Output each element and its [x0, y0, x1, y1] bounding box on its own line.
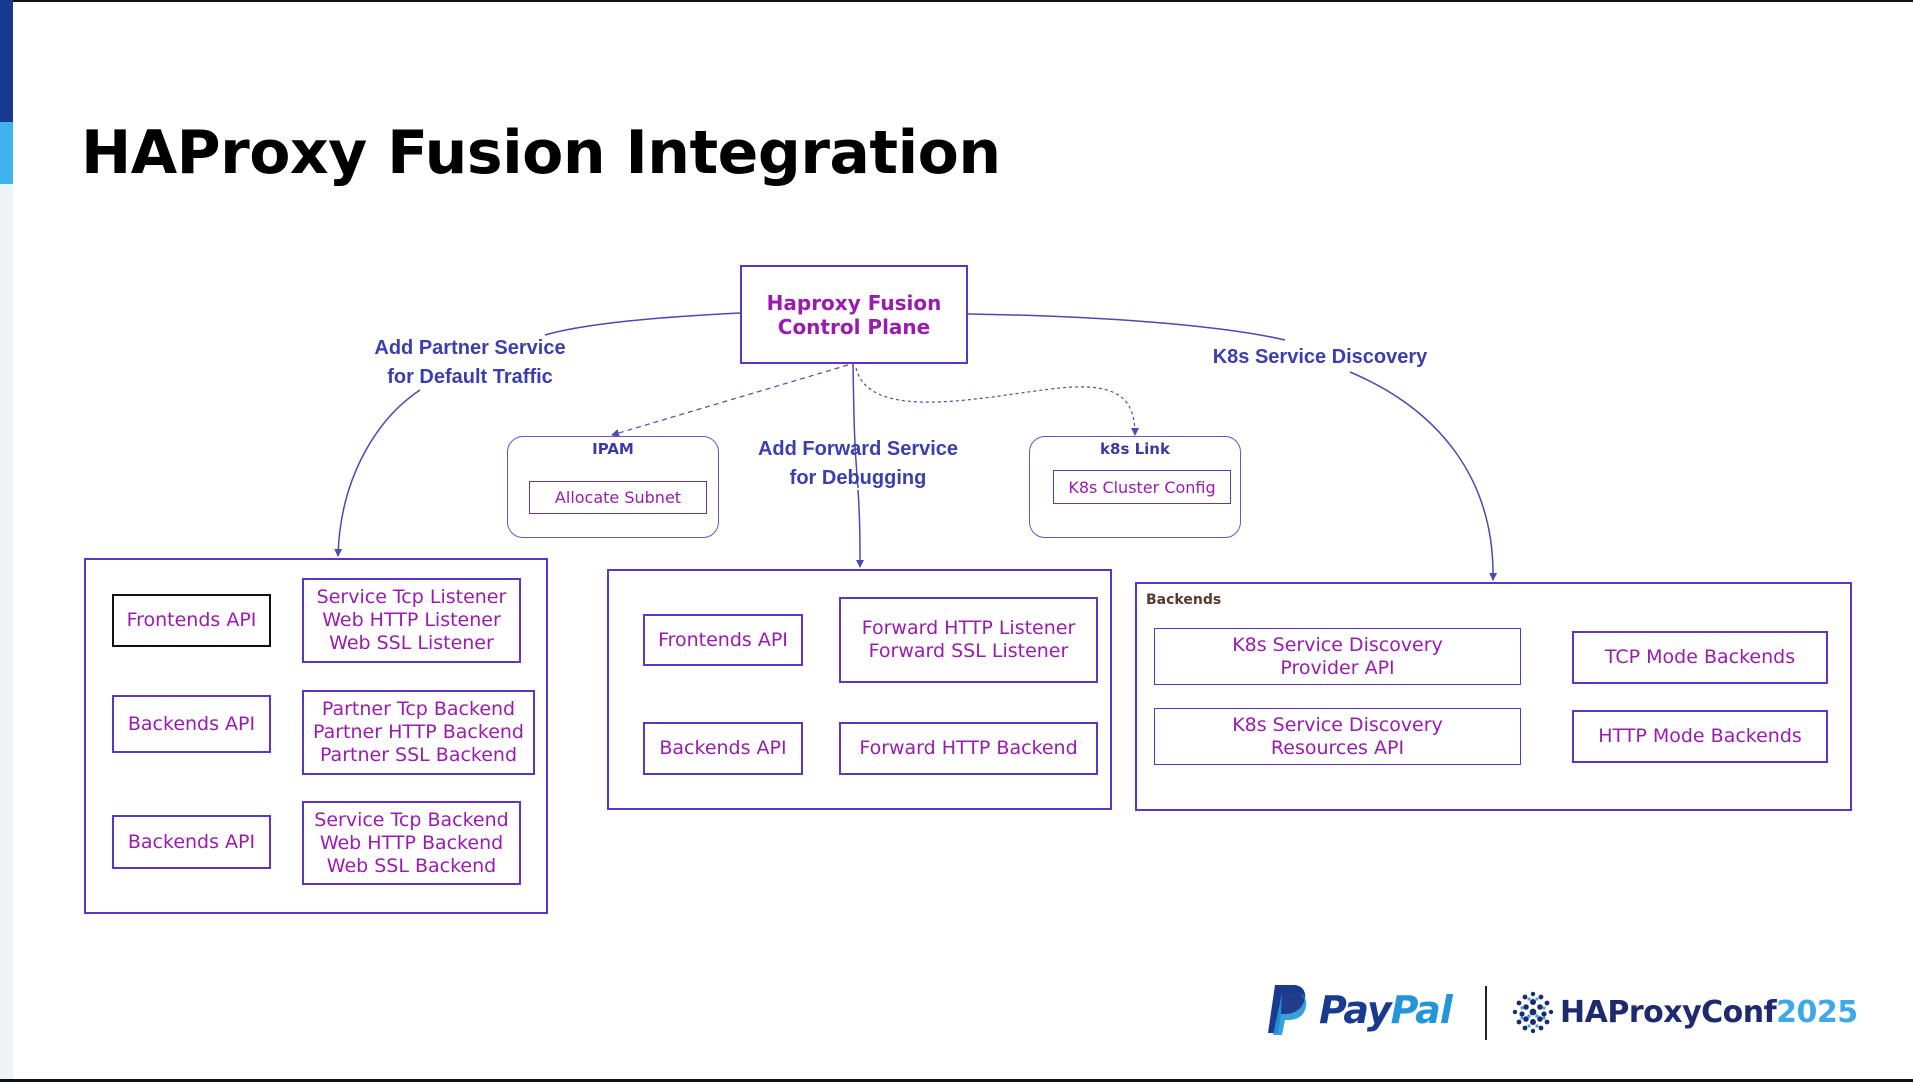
paypal-logo: PayPal — [1265, 983, 1453, 1037]
service-backends-api-box: Backends API — [112, 815, 271, 869]
partner-frontends-api-box: Frontends API — [112, 594, 271, 647]
page-title: HAProxy Fusion Integration — [81, 118, 1001, 188]
edge-partner-upper — [544, 312, 741, 336]
partner-backends-box: Partner Tcp Backend Partner HTTP Backend… — [302, 690, 535, 775]
sidebar-accent-light — [0, 122, 13, 184]
k8s-backends-title: Backends — [1146, 592, 1222, 608]
edge-forward — [852, 363, 859, 489]
tcp-mode-backends-box: TCP Mode Backends — [1572, 631, 1828, 684]
paypal-wordmark: PayPal — [1319, 988, 1453, 1032]
haproxyconf-year: 2025 — [1776, 994, 1858, 1030]
control-plane-box: Haproxy Fusion Control Plane — [740, 265, 968, 364]
forward-service-group — [607, 569, 1112, 810]
edge-forward-lower — [855, 489, 864, 568]
k8s-resources-api-box: K8s Service Discovery Resources API — [1154, 708, 1521, 765]
partner-backends-api-box: Backends API — [112, 695, 271, 753]
logo-divider — [1485, 986, 1487, 1040]
ipam-title: IPAM — [592, 440, 634, 458]
partner-service-group — [84, 558, 548, 914]
k8s-backends-group — [1135, 582, 1852, 811]
sidebar-accent — [0, 0, 13, 1082]
k8s-cluster-config-box: K8s Cluster Config — [1053, 470, 1231, 504]
edge-k8s-link — [855, 367, 1139, 436]
http-mode-backends-box: HTTP Mode Backends — [1572, 710, 1828, 763]
k8s-link-title: k8s Link — [1100, 440, 1170, 458]
edge-k8s-upper — [967, 313, 1286, 341]
service-backends-box: Service Tcp Backend Web HTTP Backend Web… — [302, 801, 521, 885]
sidebar-accent-dark — [0, 0, 13, 122]
edge-k8s — [1349, 371, 1498, 581]
haproxyconf-logo: HAProxyConf2025 — [1510, 988, 1858, 1036]
k8s-provider-api-box: K8s Service Discovery Provider API — [1154, 628, 1521, 685]
forward-frontends-api-box: Frontends API — [643, 614, 803, 666]
edge-ipam — [611, 364, 849, 437]
forward-http-backend-box: Forward HTTP Backend — [839, 722, 1098, 775]
top-border — [0, 0, 1913, 2]
edge-label-partner: Add Partner Service for Default Traffic — [374, 337, 566, 388]
allocate-subnet-box: Allocate Subnet — [529, 481, 707, 514]
paypal-pay-text: Pay — [1319, 988, 1392, 1032]
haproxy-globe-icon — [1510, 989, 1556, 1035]
partner-listeners-box: Service Tcp Listener Web HTTP Listener W… — [302, 578, 521, 663]
edge-label-k8s: K8s Service Discovery — [1212, 346, 1428, 368]
haproxyconf-wordmark: HAProxyConf2025 — [1560, 995, 1858, 1030]
bottom-border — [0, 1079, 1913, 1082]
haproxyconf-text: HAProxyConf — [1560, 994, 1777, 1030]
forward-backends-api-box: Backends API — [643, 722, 803, 775]
paypal-icon — [1265, 983, 1309, 1037]
forward-listeners-box: Forward HTTP Listener Forward SSL Listen… — [839, 597, 1098, 683]
edge-partner — [334, 389, 421, 557]
paypal-pal-text: Pal — [1390, 988, 1453, 1032]
edge-label-forward: Add Forward Service for Debugging — [757, 438, 959, 489]
